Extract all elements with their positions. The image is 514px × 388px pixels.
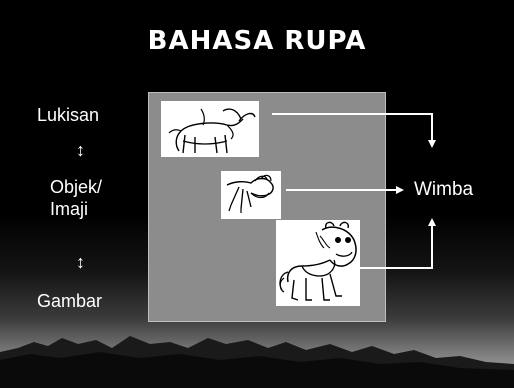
arrow-from-buffalo xyxy=(272,114,432,146)
mountain-silhouette xyxy=(0,318,514,388)
label-wimba: Wimba xyxy=(414,179,473,201)
arrow-from-horse xyxy=(352,220,432,268)
